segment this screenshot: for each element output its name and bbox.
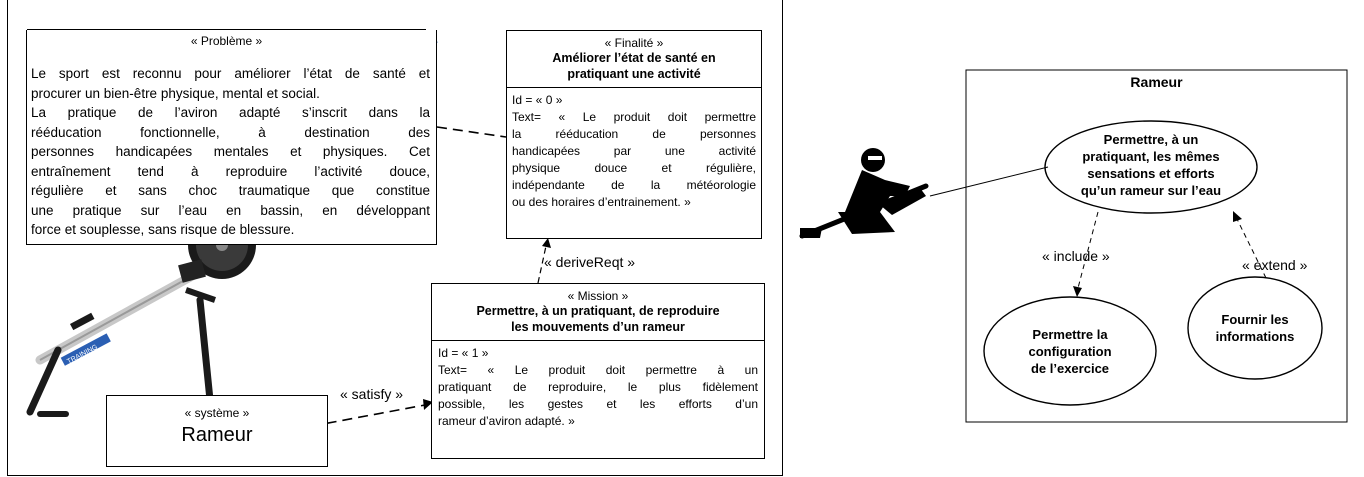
mission-title-line: Permettre, à un pratiquant, de reproduir…: [476, 304, 720, 318]
finalite-text-line: physique douce et régulière,: [512, 161, 756, 175]
finalite-id: Id = « 0 »: [512, 93, 563, 107]
include-arrowhead: [1073, 286, 1082, 297]
satisfy-line: [247, 404, 426, 439]
usecase-info-ellipse: [1187, 276, 1323, 380]
usecase-main-line: Permettre, à un: [1103, 132, 1199, 147]
mission-text-line: rameur d’aviron adapté. »: [438, 414, 575, 428]
probleme-line: entraînement tend à reproduire l’activit…: [31, 163, 430, 179]
usecase-config-line: configuration: [1028, 344, 1112, 359]
derive-line: [537, 245, 547, 284]
usecase-info-line: informations: [1215, 329, 1295, 344]
usecase-main-label: Permettre, à un pratiquant, les mêmes se…: [1045, 131, 1257, 199]
usecase-main-line: pratiquant, les mêmes: [1082, 149, 1220, 164]
usecase-main-line: qu’un rameur sur l’eau: [1080, 183, 1222, 198]
extend-line: [1236, 218, 1267, 279]
actor-association: [929, 166, 1049, 197]
probleme-line: personnes handicapées mentales et physiq…: [31, 144, 430, 159]
probleme-stereotype: « Problème »: [190, 34, 263, 48]
usecase-info-line: Fournir les: [1221, 312, 1289, 327]
usecase-main-line: sensations et efforts: [1087, 166, 1215, 181]
usecase-config-label: Permettre la configuration de l’exercice: [984, 326, 1156, 377]
include-line: [1077, 211, 1099, 289]
finalite-text-line: ou des horaires d’entrainement. »: [512, 195, 691, 209]
usecase-frame: [965, 69, 1348, 423]
note-link-line: [436, 126, 507, 138]
finalite-block: « Finalité » Améliorer l’état de santé e…: [506, 30, 762, 239]
extend-arrowhead: [1233, 211, 1242, 222]
mission-text-line: possible, les gestes et les efforts d’un: [438, 397, 758, 411]
finalite-body: Id = « 0 » Text= « Le produit doit perme…: [507, 88, 761, 211]
probleme-line: force et souplesse, sans risque de bless…: [31, 222, 295, 237]
finalite-title-line: Améliorer l’état de santé en: [552, 51, 716, 65]
probleme-line: La pratique de l’aviron adapté s’inscrit…: [31, 105, 430, 120]
finalite-text-line: Text= « Le produit doit permettre: [512, 110, 756, 124]
usecase-title: Rameur: [1130, 74, 1183, 90]
mission-title-line: les mouvements d’un rameur: [511, 320, 685, 334]
finalite-text-line: indépendante de la météorologie: [512, 178, 756, 192]
finalite-title-line: pratiquant une activité: [567, 67, 701, 81]
usecase-config-ellipse: [983, 296, 1157, 406]
mission-body: Id = « 1 » Text= « Le produit doit perme…: [432, 341, 764, 430]
probleme-note: « Problème » Le sport est reconnu pour a…: [26, 29, 437, 245]
probleme-line: Le sport est reconnu pour améliorer l’ét…: [31, 66, 430, 81]
systeme-stereotype: « système »: [184, 406, 250, 420]
mission-text-line: pratiquant de reproduire, le plus fidèle…: [438, 380, 758, 394]
systeme-block: « système » Rameur: [106, 395, 328, 467]
usecase-config-line: Permettre la: [1032, 327, 1108, 342]
mission-text-line: Text= « Le produit doit permettre à un: [438, 363, 758, 377]
probleme-line: procurer un bien-être physique, mental e…: [31, 85, 320, 101]
include-label: « include »: [1042, 248, 1110, 264]
probleme-line: rééducation fonctionnelle, à destination…: [31, 124, 430, 140]
satisfy-arrowhead: [423, 399, 433, 410]
mission-block: « Mission » Permettre, à un pratiquant, …: [431, 283, 765, 459]
finalite-text-line: la rééducation de personnes: [512, 127, 756, 141]
mission-id: Id = « 1 »: [438, 346, 489, 360]
usecase-info-label: Fournir les informations: [1188, 311, 1322, 345]
mission-stereotype: « Mission »: [567, 289, 629, 303]
finalite-text-line: handicapées par une activité: [512, 144, 756, 158]
usecase-config-line: de l’exercice: [1030, 361, 1110, 376]
derive-arrowhead: [542, 238, 551, 248]
probleme-line: une pratique sur l’eau en bassin, en dév…: [31, 202, 430, 218]
satisfy-label: « satisfy »: [340, 386, 404, 402]
derive-label: « deriveReqt »: [544, 254, 636, 270]
probleme-text: Le sport est reconnu pour améliorer l’ét…: [31, 64, 430, 240]
extend-label: « extend »: [1242, 257, 1308, 273]
finalite-stereotype: « Finalité »: [604, 36, 664, 50]
left-diagram-frame: [7, 0, 783, 476]
systeme-name: Rameur: [181, 424, 253, 446]
rower-pictogram: [799, 148, 929, 239]
usecase-main-ellipse: [1044, 120, 1258, 214]
probleme-line: régulière et sans choc traumatique que c…: [31, 183, 430, 198]
